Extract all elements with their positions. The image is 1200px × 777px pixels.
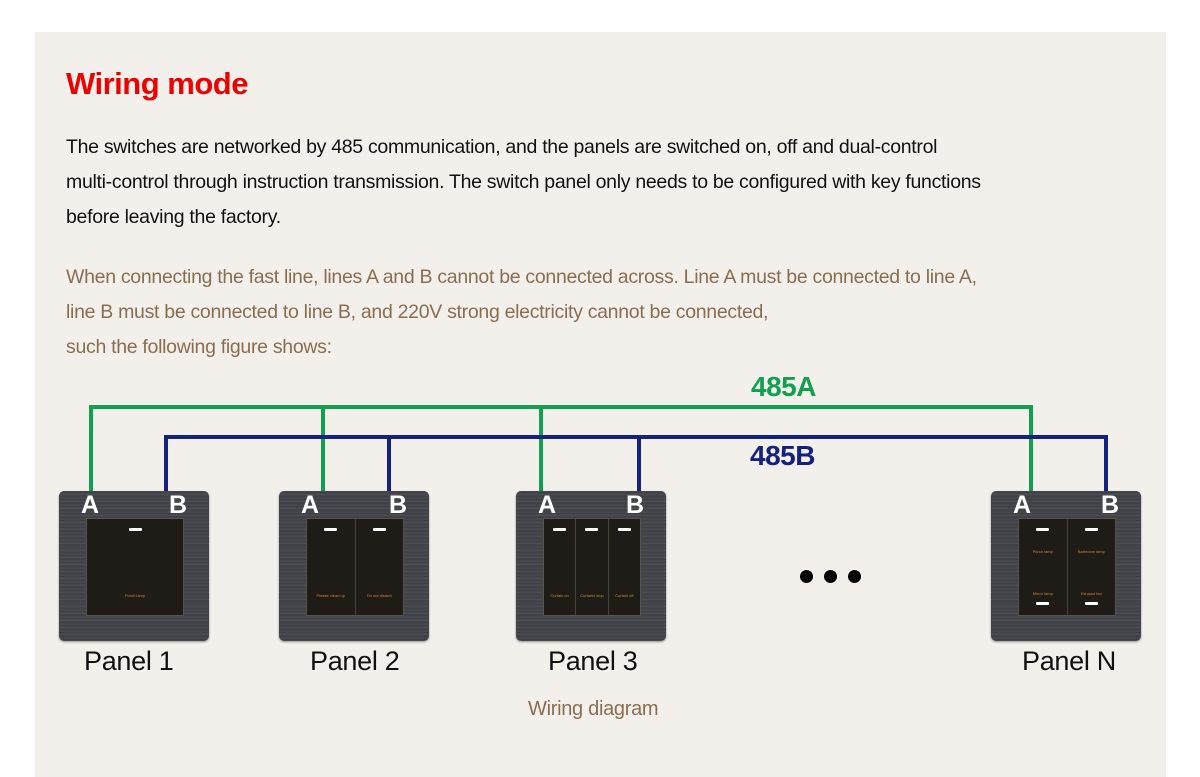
indicator-led-icon	[1084, 602, 1098, 605]
terminal-b-label: B	[1100, 491, 1119, 519]
more-panels-ellipsis	[800, 570, 861, 583]
terminal-a-label: A	[301, 491, 320, 519]
bus-485b-label: 485B	[750, 440, 815, 471]
indicator-led-icon	[1084, 528, 1098, 531]
key-function-label-upper: Porch lamp	[1032, 549, 1053, 554]
note-line: When connecting the fast line, lines A a…	[66, 266, 977, 288]
switch-key[interactable]: Porch lamp	[87, 519, 183, 615]
terminal-b-label: B	[388, 491, 407, 519]
indicator-led-icon	[553, 528, 567, 531]
intro-line: The switches are networked by 485 commun…	[66, 136, 938, 158]
panel-name-label: Panel 2	[310, 646, 400, 676]
terminal-a-label: A	[1013, 491, 1032, 519]
terminal-b-label: B	[625, 491, 644, 519]
key-function-label-lower: Exhaust fan	[1080, 591, 1102, 596]
key-function-label-upper: Bathroom lamp	[1077, 549, 1105, 554]
key-function-label: Do not disturb	[366, 593, 392, 598]
terminal-a-label: A	[538, 491, 557, 519]
switch-key[interactable]: Do not disturb	[355, 519, 403, 615]
key-plate: Curtain on Curtains stop Curtain off	[543, 518, 641, 616]
terminal-a-label: A	[81, 491, 100, 519]
panel-name-label: Panel 1	[84, 646, 174, 676]
note-line: line B must be connected to line B, and …	[66, 301, 769, 323]
bus-485a-label: 485A	[751, 371, 816, 402]
switch-panel: A B Please clean up Do not disturb	[279, 491, 429, 641]
indicator-led-icon	[128, 528, 142, 531]
indicator-led-icon	[1036, 528, 1050, 531]
key-function-label-lower: Mirror lamp	[1032, 591, 1053, 596]
switch-key[interactable]: Curtains stop	[576, 519, 609, 615]
switch-key[interactable]: Please clean up	[307, 519, 356, 615]
key-function-label: Curtains stop	[580, 593, 604, 598]
note-line: such the following figure shows:	[66, 336, 332, 358]
content-card	[35, 32, 1166, 777]
wiring-note-paragraph: When connecting the fast line, lines A a…	[66, 260, 1146, 365]
intro-line: multi-control through instruction transm…	[66, 171, 981, 193]
key-function-label: Please clean up	[316, 593, 345, 598]
diagram-caption: Wiring diagram	[528, 698, 659, 720]
switch-panel: A B Porch lamp	[59, 491, 209, 641]
intro-line: before leaving the factory.	[66, 206, 281, 228]
indicator-led-icon	[1036, 602, 1050, 605]
indicator-led-icon	[585, 528, 599, 531]
indicator-led-icon	[617, 528, 631, 531]
switch-key[interactable]: Curtain off	[608, 519, 640, 615]
key-plate: Please clean up Do not disturb	[306, 518, 404, 616]
key-plate: Porch lamp	[86, 518, 184, 616]
terminal-b-label: B	[168, 491, 187, 519]
key-function-label: Curtain on	[550, 593, 569, 598]
key-function-label: Curtain off	[615, 593, 634, 598]
panel-name-label: Panel 3	[548, 646, 638, 676]
panel-name-label: Panel N	[1022, 646, 1116, 676]
indicator-led-icon	[372, 528, 386, 531]
key-function-label: Porch lamp	[124, 593, 146, 598]
switch-key[interactable]: Curtain on	[544, 519, 577, 615]
switch-panel: A B Curtain on Curtains stop Curtain off	[516, 491, 666, 641]
intro-paragraph: The switches are networked by 485 commun…	[66, 130, 1146, 235]
section-title: Wiring mode	[66, 66, 248, 101]
indicator-led-icon	[324, 528, 338, 531]
